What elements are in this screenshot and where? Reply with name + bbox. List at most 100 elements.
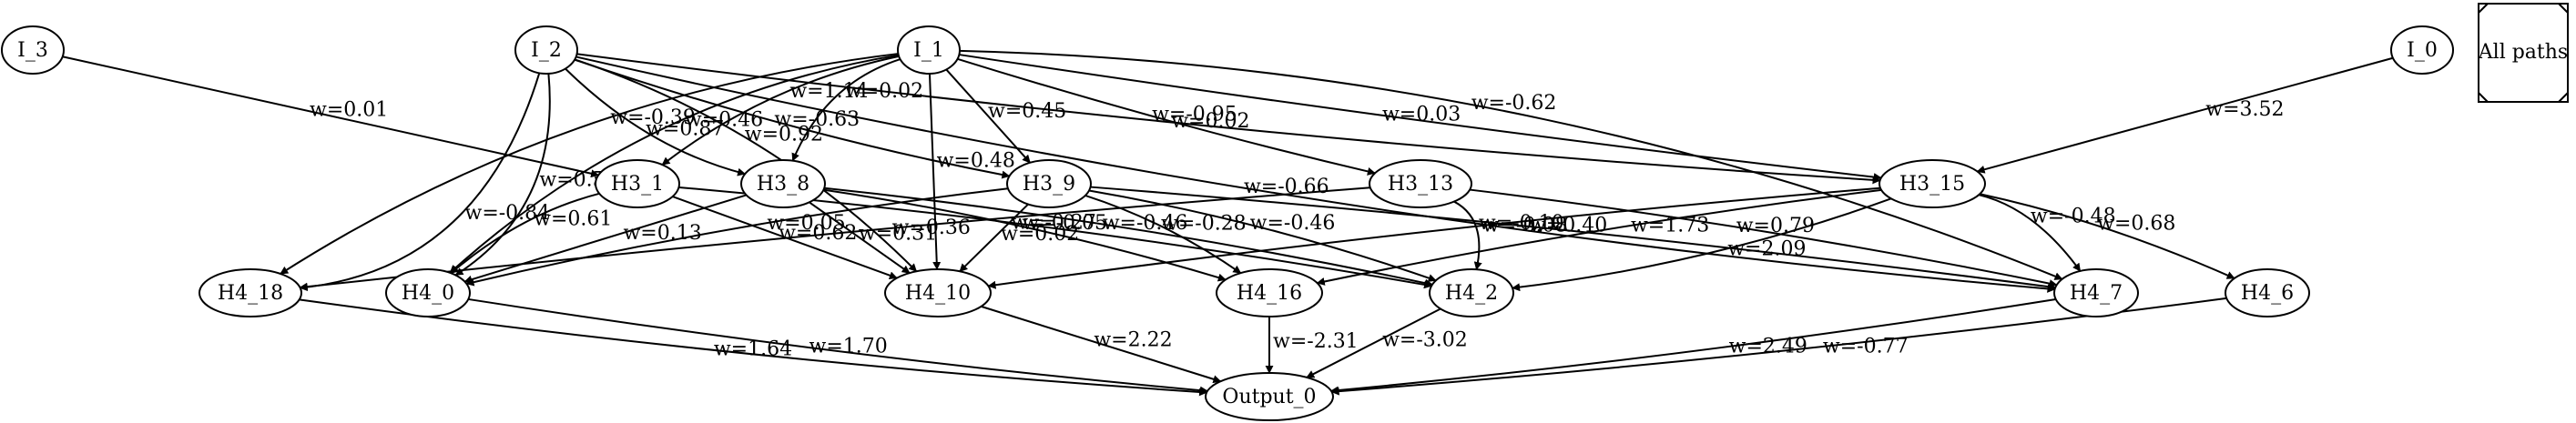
node-label: H4_18 [218, 282, 283, 305]
node-H3_13: H3_13 [1369, 159, 1472, 208]
edge-I_2-to-H4_0: w=0.55 [454, 73, 618, 277]
edge-line [576, 53, 1881, 185]
edge-line [62, 55, 600, 178]
node-label: H3_9 [1023, 173, 1075, 196]
edge-weight-label: w=0.48 [937, 150, 1015, 173]
edge-weight-label: w=0.05 [767, 212, 845, 235]
edge-weight-label: w=-3.02 [1382, 328, 1468, 351]
node-ellipse [897, 25, 961, 75]
edge-line [1316, 188, 1882, 286]
edge-H3_8-to-H4_2: w=-0.46 [824, 186, 1433, 287]
node-Output_0: Output_0 [1205, 372, 1334, 421]
edge-weight-label: w=-0.39 [610, 106, 696, 129]
edge-weight-label: w=1.14 [789, 80, 868, 103]
node-ellipse [884, 268, 992, 317]
edge-weight-label: w=3.52 [2205, 98, 2284, 121]
node-ellipse [595, 159, 680, 208]
node-H4_0: H4_0 [385, 268, 471, 317]
node-I_0: I_0 [2390, 25, 2454, 75]
legend-label: All paths [2478, 41, 2568, 64]
edge-weight-label: w=-0.95 [1152, 104, 1237, 126]
edge-line [824, 186, 1433, 287]
edge-H4_10-to-Output_0: w=2.22 [981, 305, 1222, 384]
edge-H3_13-to-H4_18: w=0.36 [299, 186, 1370, 291]
node-ellipse [2225, 268, 2310, 317]
edge-H3_9-to-H4_0: w=0.05 [465, 187, 1009, 287]
node-label: H3_8 [757, 173, 809, 196]
node-label: H4_10 [905, 282, 971, 305]
node-I_2: I_2 [514, 25, 578, 75]
edge-weight-label: w=0.87 [646, 117, 724, 140]
edge-line [1512, 197, 1892, 292]
edge-weight-label: w=0.45 [988, 100, 1066, 123]
edge-line [468, 297, 1208, 395]
edge-weight-label: w=1.73 [1631, 215, 1709, 237]
legend-box: All paths [2478, 3, 2569, 103]
node-ellipse [514, 25, 578, 75]
edge-weight-label: w=0.02 [1171, 110, 1249, 133]
edge-weight-label: w=-0.46 [1103, 212, 1188, 235]
node-H4_16: H4_16 [1216, 268, 1323, 317]
edge-line [1978, 194, 2082, 272]
edge-weight-label: w=1.64 [714, 337, 792, 360]
edge-weight-label: w=2.09 [1727, 237, 1806, 260]
edge-line [280, 53, 899, 275]
edge-H3_8-to-H4_16: w=-0.27 [823, 188, 1227, 282]
edge-line [449, 54, 899, 274]
node-H3_15: H3_15 [1879, 159, 1986, 208]
edge-weight-label: w=0.46 [685, 108, 763, 131]
edge-line [1980, 193, 2235, 279]
edge-weight-label: w=-0.10 [1479, 212, 1564, 235]
edge-weight-label: w=2.22 [1094, 328, 1172, 351]
edge-H3_15-to-H4_7: w=-0.48 [1978, 194, 2116, 272]
edge-I_3-to-H3_1: w=0.01 [62, 55, 600, 178]
edge-I_1-to-H3_1: w=1.14 [661, 55, 900, 166]
node-label: H4_6 [2241, 282, 2294, 305]
node-label: I_2 [531, 39, 562, 62]
node-I_1: I_1 [897, 25, 961, 75]
edge-weight-label: w=-0.46 [1250, 212, 1336, 235]
edge-line [1306, 307, 1441, 378]
node-label: H3_15 [1899, 173, 1965, 196]
edge-weight-label: w=0.36 [892, 217, 971, 239]
edge-line [1084, 194, 1242, 274]
edge-H3_15-to-H4_10: w=-0.08 [987, 186, 1881, 289]
node-ellipse [2390, 25, 2454, 75]
edge-H3_15-to-H4_2: w=2.09 [1512, 197, 1892, 292]
edge-line [791, 58, 901, 162]
node-label: H4_7 [2070, 282, 2123, 305]
edge-I_1-to-H4_0: w=0.46 [449, 54, 899, 274]
edge-line [957, 57, 1376, 176]
edge-line [959, 49, 2063, 280]
edge-line [959, 203, 1029, 273]
node-H4_10: H4_10 [884, 268, 992, 317]
node-H4_7: H4_7 [2053, 268, 2139, 317]
edge-line [299, 298, 1207, 397]
edge-line [574, 58, 1011, 179]
node-label: Output_0 [1222, 386, 1316, 408]
edge-line [299, 186, 1370, 291]
edge-H3_1-to-H4_0: w=0.61 [450, 192, 612, 275]
edge-H4_2-to-Output_0: w=-3.02 [1306, 307, 1468, 378]
edge-line [299, 73, 541, 292]
edge-H3_15-to-H4_6: w=0.68 [1980, 193, 2235, 279]
edge-weight-label: w=1.70 [809, 336, 888, 358]
edge-line [1088, 189, 1437, 282]
edge-line [574, 58, 918, 272]
node-label: H4_0 [402, 282, 454, 305]
edge-line [465, 187, 1009, 287]
edge-weight-label: w=-0.08 [1482, 214, 1568, 237]
edge-I_1-to-H3_13: w=-0.95 [957, 57, 1376, 176]
node-ellipse [199, 268, 302, 317]
edge-line [928, 73, 942, 270]
node-I_3: I_3 [1, 25, 65, 75]
node-H3_9: H3_9 [1006, 159, 1092, 208]
edge-line [987, 186, 1881, 289]
node-ellipse [1216, 268, 1323, 317]
edge-weight-label: w=-0.84 [464, 202, 550, 225]
edge-weight-label: w=0.40 [1529, 215, 1607, 237]
edge-weight-label: w=0.02 [845, 80, 923, 103]
edge-weight-label: w=-0.77 [1823, 335, 1909, 358]
